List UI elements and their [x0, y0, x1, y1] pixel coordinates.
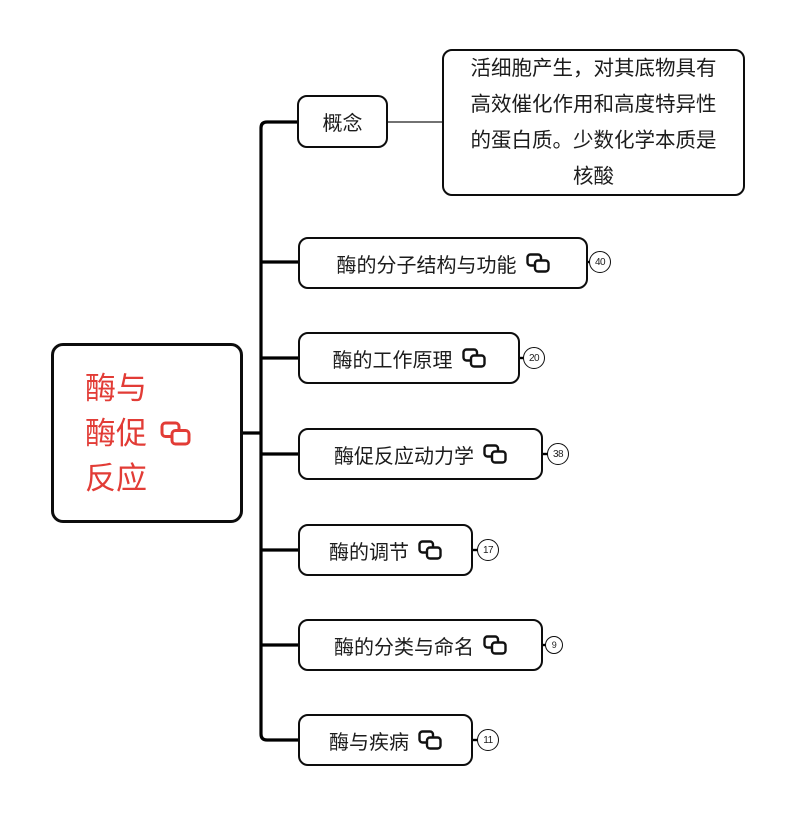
concept-note[interactable]: 活细胞产生，对其底物具有 高效催化作用和高度特异性 的蛋白质。少数化学本质是 核…	[442, 49, 745, 196]
root-topic-label-line2: 酶促	[85, 415, 147, 451]
badge-count: 17	[482, 544, 494, 556]
topic-link-icon[interactable]	[418, 540, 442, 560]
collapsed-count-badge[interactable]: 38	[547, 443, 569, 465]
badge-count: 20	[528, 352, 540, 364]
concept-note-line3: 的蛋白质。少数化学本质是	[470, 128, 717, 152]
concept-note-line2: 高效催化作用和高度特异性	[470, 92, 717, 116]
topic-link-icon[interactable]	[160, 421, 191, 446]
topic-link-icon[interactable]	[461, 348, 486, 368]
branch-topic-kinetics[interactable]: 酶促反应动力学	[298, 428, 543, 480]
branch-topic-label: 酶的调节	[329, 541, 409, 564]
root-topic-label-line1: 酶与	[85, 370, 147, 406]
branch-topic-label: 酶的分子结构与功能	[336, 254, 517, 277]
branch-topic-working-principle[interactable]: 酶的工作原理	[298, 332, 520, 384]
concept-note-line4: 核酸	[573, 164, 614, 188]
branch-topic-label: 酶促反应动力学	[334, 445, 474, 468]
branch-topic-disease[interactable]: 酶与疾病	[298, 714, 473, 766]
branch-topic-classification-naming[interactable]: 酶的分类与命名	[298, 619, 543, 671]
root-topic[interactable]: 酶与 酶促 反应	[51, 343, 243, 523]
collapsed-count-badge[interactable]: 20	[523, 347, 545, 369]
topic-link-icon[interactable]	[483, 444, 507, 464]
branch-topic-label: 酶的工作原理	[332, 349, 453, 372]
collapsed-count-badge[interactable]: 17	[477, 539, 499, 561]
branch-topic-label: 酶与疾病	[329, 731, 409, 754]
branch-topic-concept[interactable]: 概念	[297, 95, 388, 148]
branch-topic-label: 酶的分类与命名	[334, 636, 474, 659]
branch-topic-regulation[interactable]: 酶的调节	[298, 524, 473, 576]
collapsed-count-badge[interactable]: 11	[477, 729, 499, 751]
badge-count: 38	[552, 448, 564, 460]
topic-link-icon[interactable]	[418, 730, 442, 750]
topic-link-icon[interactable]	[525, 253, 550, 273]
root-topic-label-line3: 反应	[85, 460, 147, 496]
collapsed-count-badge[interactable]: 40	[589, 251, 611, 273]
concept-note-line1: 活细胞产生，对其底物具有	[470, 56, 717, 80]
branch-topic-molecular-structure[interactable]: 酶的分子结构与功能	[298, 237, 588, 289]
branch-topic-label: 概念	[322, 113, 363, 135]
badge-count: 40	[594, 256, 606, 268]
topic-link-icon[interactable]	[483, 635, 507, 655]
badge-count: 11	[483, 734, 493, 746]
collapsed-count-badge[interactable]: 9	[545, 636, 563, 654]
badge-count: 9	[551, 640, 557, 650]
